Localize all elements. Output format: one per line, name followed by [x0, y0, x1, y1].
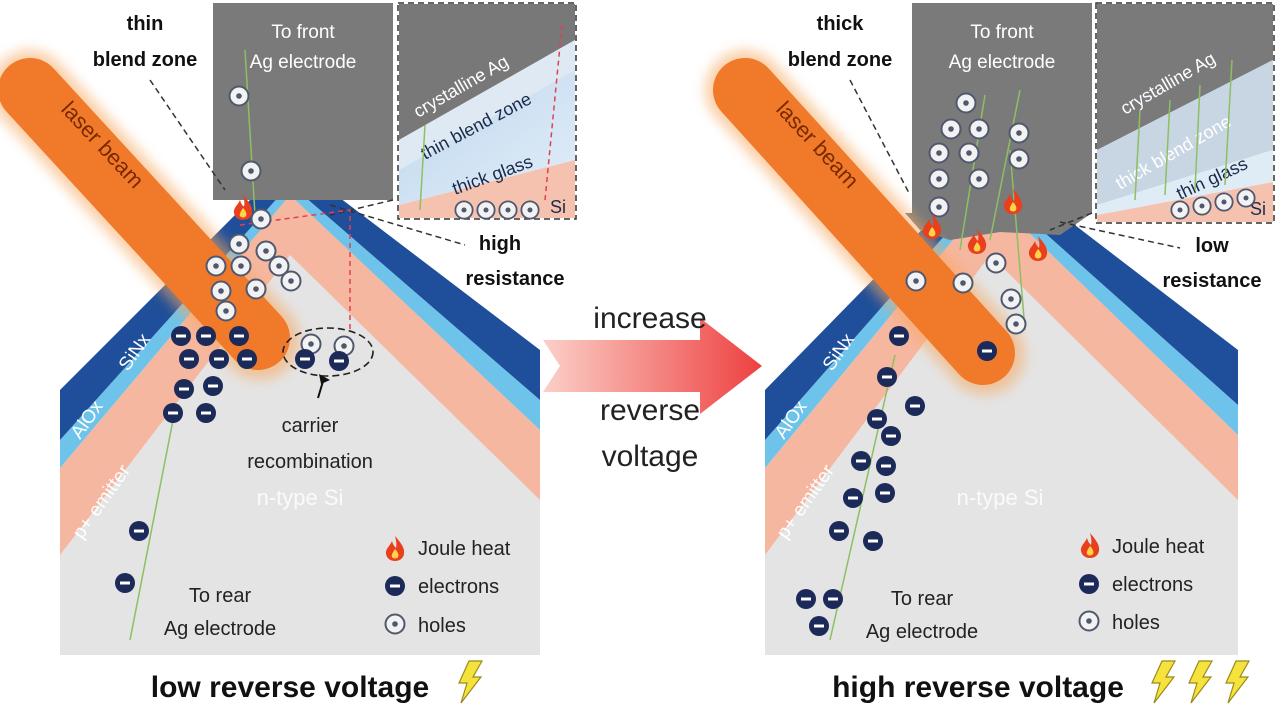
right-rear-label-line2: Ag electrode [866, 621, 978, 643]
legend-holes-label: holes [418, 615, 466, 637]
legend-hole-icon [384, 613, 406, 635]
legend-electrons-label: electrons [418, 576, 499, 598]
right-ntype-region [765, 185, 1238, 655]
left-inset: crystalline Ag thin blend zone thick gla… [397, 2, 577, 220]
right-resistance-line1: low [1195, 235, 1229, 257]
center-label-line2: reverse [600, 394, 700, 427]
ntype-label: n-type Si [957, 485, 1044, 510]
legend-electron-icon [1079, 574, 1099, 594]
left-electrode-label-line1: To front [271, 22, 335, 43]
right-inset-si-label: Si [1250, 199, 1266, 219]
right-electrode-label-line1: To front [970, 22, 1034, 43]
recombination-outline [282, 327, 374, 377]
legend-joule-label: Joule heat [418, 538, 511, 560]
right-sinx-layer [765, 160, 1238, 440]
left-sinx-layer [60, 160, 540, 440]
right-title: high reverse voltage [832, 671, 1124, 704]
recombination-label-line2: recombination [247, 451, 373, 473]
legend-electrons-label: electrons [1112, 574, 1193, 596]
left-legend: Joule heat electrons holes [384, 536, 511, 637]
right-alox-layer [765, 184, 1238, 468]
left-resistance-line2: resistance [466, 268, 565, 290]
left-ntype-region [60, 180, 540, 655]
right-electrode-label-line2: Ag electrode [949, 52, 1056, 73]
right-rear-label-line1: To rear [891, 588, 954, 610]
right-legend: Joule heat electrons holes [1078, 533, 1205, 634]
right-blend-label-line1: thick [817, 13, 865, 35]
left-electrode-label-line2: Ag electrode [250, 52, 357, 73]
right-blend-label-line2: blend zone [788, 49, 892, 71]
left-alox-layer [60, 184, 540, 468]
legend-holes-label: holes [1112, 612, 1160, 634]
right-emitter-layer [765, 195, 1238, 555]
lightning-icon [458, 660, 483, 704]
ntype-label: n-type Si [257, 485, 344, 510]
lightning-icons [1151, 660, 1250, 704]
left-rear-label-line1: To rear [189, 585, 252, 607]
left-blend-label-line2: blend zone [93, 49, 197, 71]
left-title: low reverse voltage [151, 671, 429, 704]
center-label-line1: increase [593, 302, 706, 335]
center-label-line3: voltage [602, 440, 699, 473]
left-rear-label-line2: Ag electrode [164, 618, 276, 640]
left-blend-label-line1: thin [127, 13, 164, 35]
right-resistance-line2: resistance [1163, 270, 1262, 292]
right-panel: laser beam SiNx AlOx p+ emitter n-type S… [705, 2, 1275, 704]
left-inset-si-label: Si [550, 197, 566, 217]
legend-joule-label: Joule heat [1112, 536, 1205, 558]
legend-electron-icon [385, 576, 405, 596]
left-panel: laser beam SiNx AlOx p+ emitter n-type S… [0, 2, 577, 704]
left-emitter-layer [60, 195, 540, 555]
left-resistance-line1: high [479, 233, 521, 255]
recombination-label-line1: carrier [282, 415, 339, 437]
legend-hole-icon [1078, 610, 1100, 632]
right-inset: crystalline Ag thick blend zone thin gla… [1095, 2, 1275, 224]
center-arrow: increase reverse voltage [543, 302, 762, 473]
